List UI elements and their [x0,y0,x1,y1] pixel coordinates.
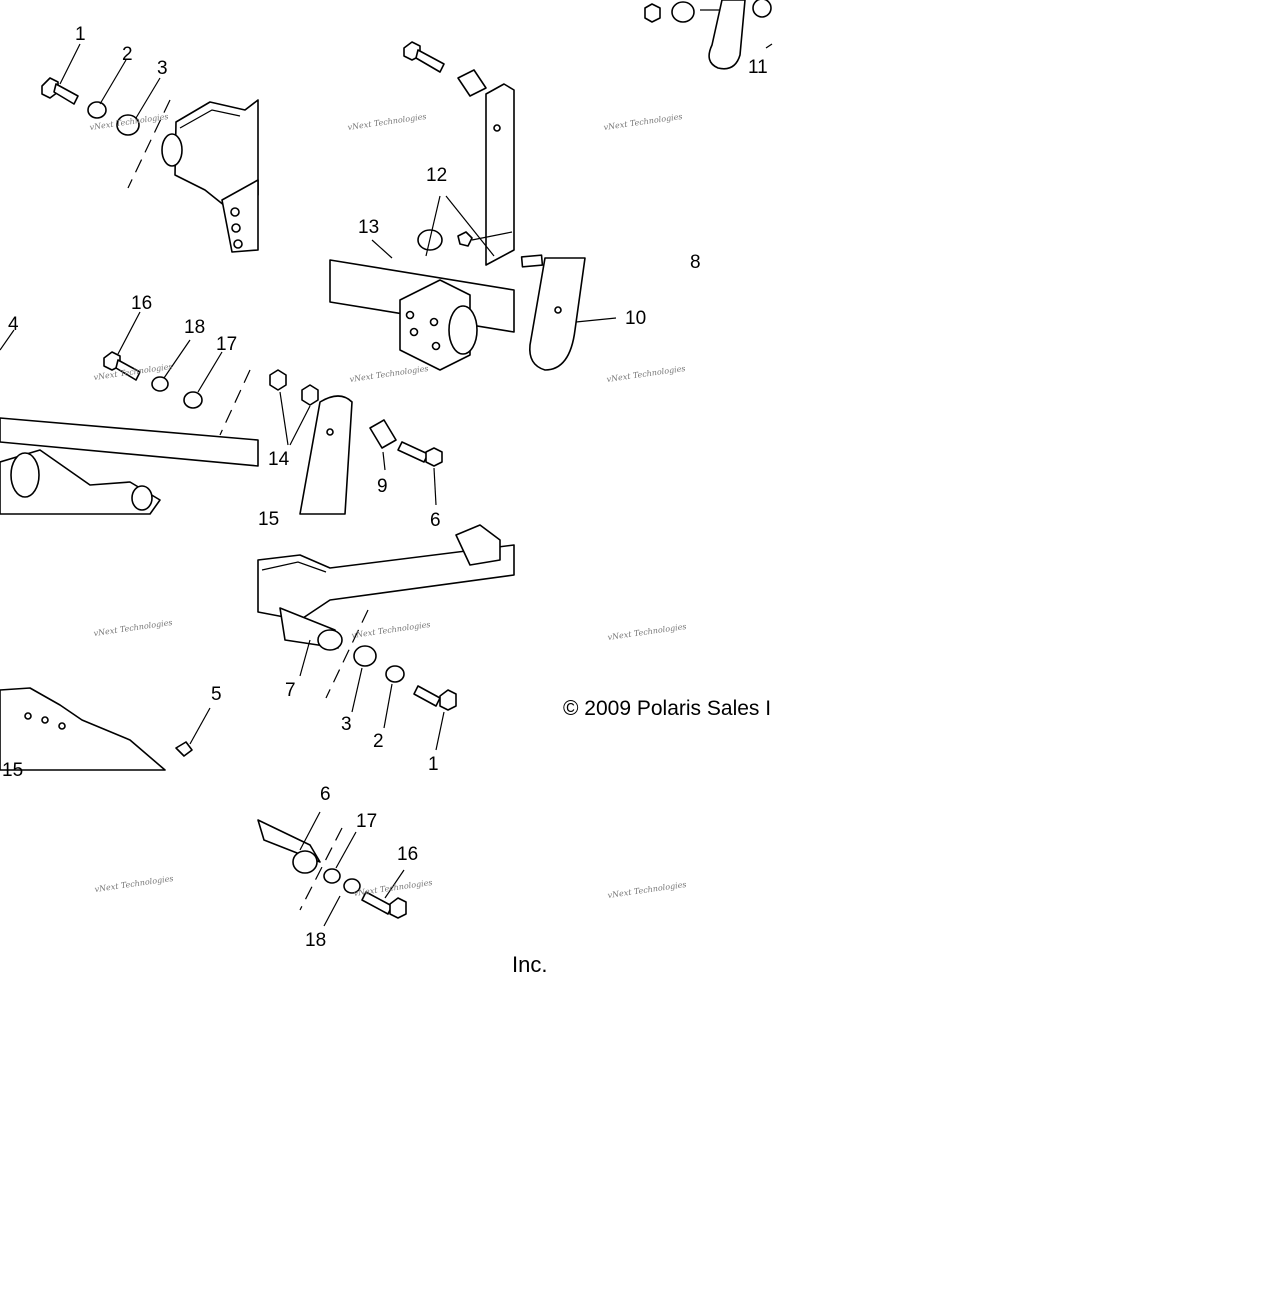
callouts: 1 2 3 12 13 11 8 10 4 16 18 17 14 9 6 15… [2,24,768,951]
svg-text:vNext Technologies: vNext Technologies [603,112,683,132]
callout-17b: 17 [356,811,377,832]
bolt-part [403,41,445,73]
svg-text:vNext Technologies: vNext Technologies [351,620,431,640]
link-part [708,0,746,70]
callout-15: 15 [258,509,279,530]
bolt-part [361,891,407,919]
tile-e [329,195,544,371]
callout-2: 2 [122,44,133,65]
callout-4: 4 [8,314,19,335]
arm-bracket-part [161,99,259,253]
leader-lines [0,43,223,393]
callout-9: 9 [377,476,388,497]
tile-g [269,369,443,515]
callout-5: 5 [211,684,222,705]
grease-fitting-part [175,707,211,757]
link-part [299,395,353,515]
front-arm-part [257,544,515,621]
callout-16: 16 [131,293,152,314]
svg-text:vNext Technologies: vNext Technologies [607,880,687,900]
tile-i [0,687,211,771]
grease-fitting-part [457,231,513,247]
callout-10: 10 [625,308,646,329]
callout-2b: 2 [373,731,384,752]
nut-part [644,3,661,23]
callout-6: 6 [430,510,441,531]
copyright: © 2009 Polaris Sales I Inc. [512,697,771,977]
callout-12: 12 [426,165,447,186]
spacer-part [457,69,487,97]
callout-18b: 18 [305,930,326,951]
washer-part [671,1,695,23]
bolt-part [413,685,457,711]
tile-a [41,77,259,253]
callout-14: 14 [268,449,290,470]
bolt-part [103,351,141,381]
spacer-part [369,419,397,449]
watermarks: vNext Technologies vNext Technologies vN… [89,112,687,900]
nut-part [269,369,287,391]
copyright-line2: Inc. [512,952,547,977]
washer-part [151,376,169,392]
washer-part [323,868,341,884]
callout-7: 7 [285,680,296,701]
callout-13: 13 [358,217,379,238]
washer-part [353,645,377,667]
callout-8: 8 [690,252,701,273]
callout-17: 17 [216,334,237,355]
svg-text:vNext Technologies: vNext Technologies [93,618,173,638]
copyright-line1: © 2009 Polaris Sales I [563,697,771,720]
bolt-part [397,441,443,467]
callout-1: 1 [75,24,86,45]
callout-15b: 15 [2,760,23,781]
tile-c [644,0,773,70]
callout-3b: 3 [341,714,352,735]
callout-1b: 1 [428,754,439,775]
svg-text:vNext Technologies: vNext Technologies [349,364,429,384]
tile-f [528,257,617,371]
callout-16b: 16 [397,844,418,865]
tile-j [257,811,407,927]
svg-text:vNext Technologies: vNext Technologies [606,364,686,384]
tile-b [403,41,515,266]
washer-part [385,665,405,683]
washer-part [183,391,203,409]
nut-part [301,384,319,406]
tile-h [257,524,515,751]
callout-18: 18 [184,317,205,338]
washer-part [343,878,361,894]
tile-d [0,351,259,515]
pivot-arm-part [485,83,515,266]
torque-arm-part [0,417,259,515]
callout-3: 3 [157,58,168,79]
callout-6b: 6 [320,784,331,805]
bolt-part [41,77,79,105]
svg-text:vNext Technologies: vNext Technologies [94,874,174,894]
svg-text:vNext Technologies: vNext Technologies [347,112,427,132]
washer-part [752,0,772,18]
svg-text:vNext Technologies: vNext Technologies [607,622,687,642]
link-arm-part [528,257,586,371]
svg-text:vNext Technologies: vNext Technologies [353,878,433,898]
washer-part [87,101,107,119]
callout-11: 11 [748,57,768,78]
washer-part [116,114,140,136]
skid-bracket-part [0,687,166,771]
